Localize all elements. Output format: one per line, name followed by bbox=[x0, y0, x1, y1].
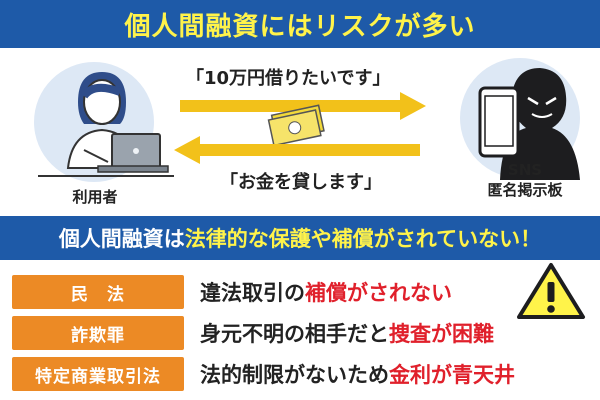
hooded-figure-icon bbox=[500, 68, 580, 180]
warning-icon bbox=[517, 263, 585, 319]
law-desc-plain: 法的制限がないため bbox=[200, 363, 389, 387]
flow-arrows bbox=[174, 92, 426, 164]
sns-label-line2: 匿名掲示板 bbox=[487, 181, 563, 199]
page-title: 個人間融資にはリスクが多い bbox=[124, 11, 476, 42]
offer-quote: 「お金を貸します」 bbox=[220, 172, 382, 193]
request-quote: 「10万円借りたいです」 bbox=[186, 68, 391, 89]
law-desc-emphasis: 補償がされない bbox=[305, 281, 452, 305]
banner-prefix: 個人間融資は bbox=[58, 227, 185, 251]
law-desc-fraud: 身元不明の相手だと捜査が困難 bbox=[200, 316, 494, 350]
law-desc-emphasis: 捜査が困難 bbox=[389, 322, 494, 346]
law-label-civil: 民 法 bbox=[12, 275, 184, 309]
law-label-fraud: 詐欺罪 bbox=[12, 316, 184, 350]
money-icon bbox=[267, 104, 325, 144]
sns-label-line1: SNS bbox=[507, 161, 543, 179]
law-desc-plain: 違法取引の bbox=[200, 281, 305, 305]
law-desc-civil: 違法取引の補償がされない bbox=[200, 275, 452, 309]
banner-highlight: 法律的な保護や補償がされていない！ bbox=[184, 227, 542, 251]
law-label-commerce: 特定商業取引法 bbox=[12, 357, 184, 391]
title-banner: 個人間融資にはリスクが多い bbox=[0, 0, 600, 48]
warning-banner: 個人間融資は 法律的な保護や補償がされていない！ bbox=[0, 216, 600, 260]
smartphone-icon bbox=[478, 86, 520, 158]
user-label: 利用者 bbox=[72, 188, 118, 206]
arrow-right bbox=[180, 92, 426, 120]
law-desc-commerce: 法的制限がないため金利が青天井 bbox=[200, 357, 515, 391]
law-desc-plain: 身元不明の相手だと bbox=[200, 322, 389, 346]
user-laptop-icon bbox=[38, 72, 174, 177]
law-desc-emphasis: 金利が青天井 bbox=[389, 363, 515, 387]
arrow-left bbox=[174, 136, 420, 164]
